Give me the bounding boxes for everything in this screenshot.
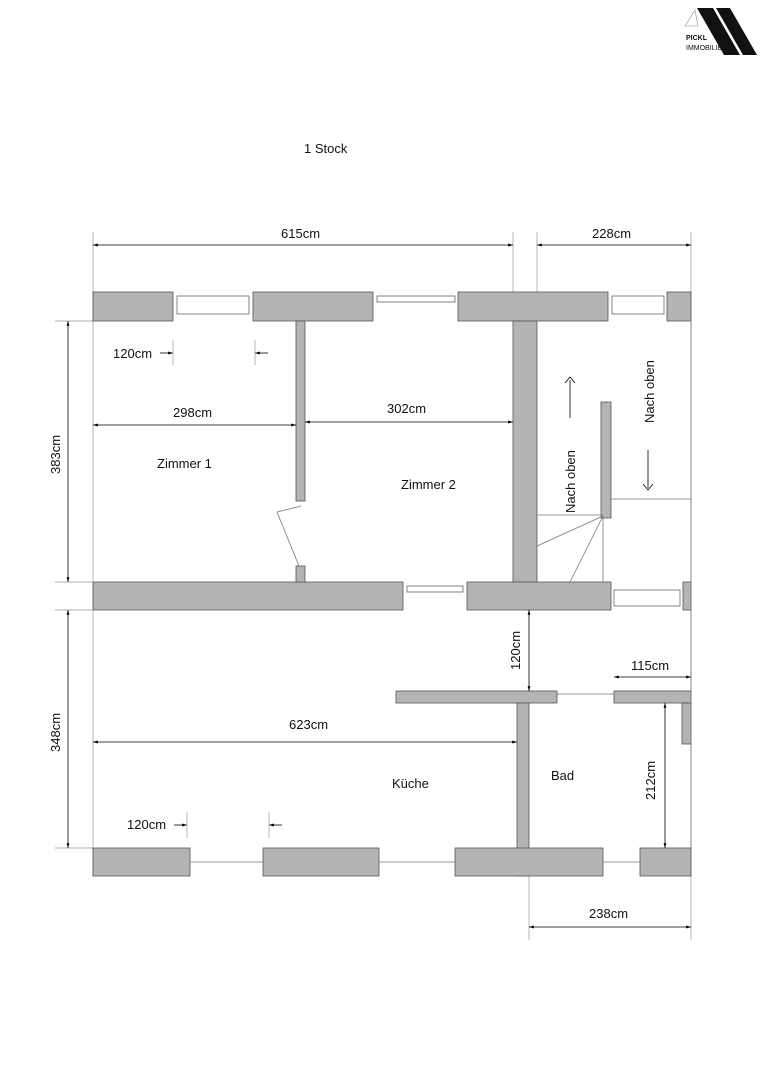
dim-zimmer2-width: 302cm bbox=[387, 401, 426, 416]
dim-window-lower: 120cm bbox=[127, 817, 166, 832]
room-kueche: Küche bbox=[392, 776, 429, 791]
floor-title: 1 Stock bbox=[304, 141, 348, 156]
stairs bbox=[536, 376, 654, 583]
dimension-lines bbox=[66, 243, 691, 929]
stairs-label-left: Nach oben bbox=[563, 450, 578, 513]
pickl-immobilien-logo: PICKL IMMOBILIEN bbox=[684, 8, 757, 55]
dim-bad-width: 238cm bbox=[589, 906, 628, 921]
room-zimmer2: Zimmer 2 bbox=[401, 477, 456, 492]
windows bbox=[176, 295, 681, 863]
logo-line1: PICKL bbox=[686, 35, 708, 42]
dim-top-right: 228cm bbox=[592, 226, 631, 241]
dim-bad-height: 212cm bbox=[643, 761, 658, 800]
dim-height-lower: 348cm bbox=[48, 713, 63, 752]
room-bad: Bad bbox=[551, 768, 574, 783]
dim-window-upper: 120cm bbox=[113, 346, 152, 361]
room-zimmer1: Zimmer 1 bbox=[157, 456, 212, 471]
dim-bad-door: 115cm bbox=[631, 658, 669, 673]
door-swing bbox=[276, 505, 302, 567]
logo-line2: IMMOBILIEN bbox=[686, 45, 727, 52]
dim-zimmer1-width: 298cm bbox=[173, 405, 212, 420]
dim-hall-depth: 120cm bbox=[508, 631, 523, 670]
walls bbox=[92, 291, 692, 877]
dim-top-left: 615cm bbox=[281, 226, 320, 241]
dim-kitchen-width: 623cm bbox=[289, 717, 328, 732]
dim-height-upper: 383cm bbox=[48, 435, 63, 474]
stairs-label-right: Nach oben bbox=[642, 360, 657, 423]
